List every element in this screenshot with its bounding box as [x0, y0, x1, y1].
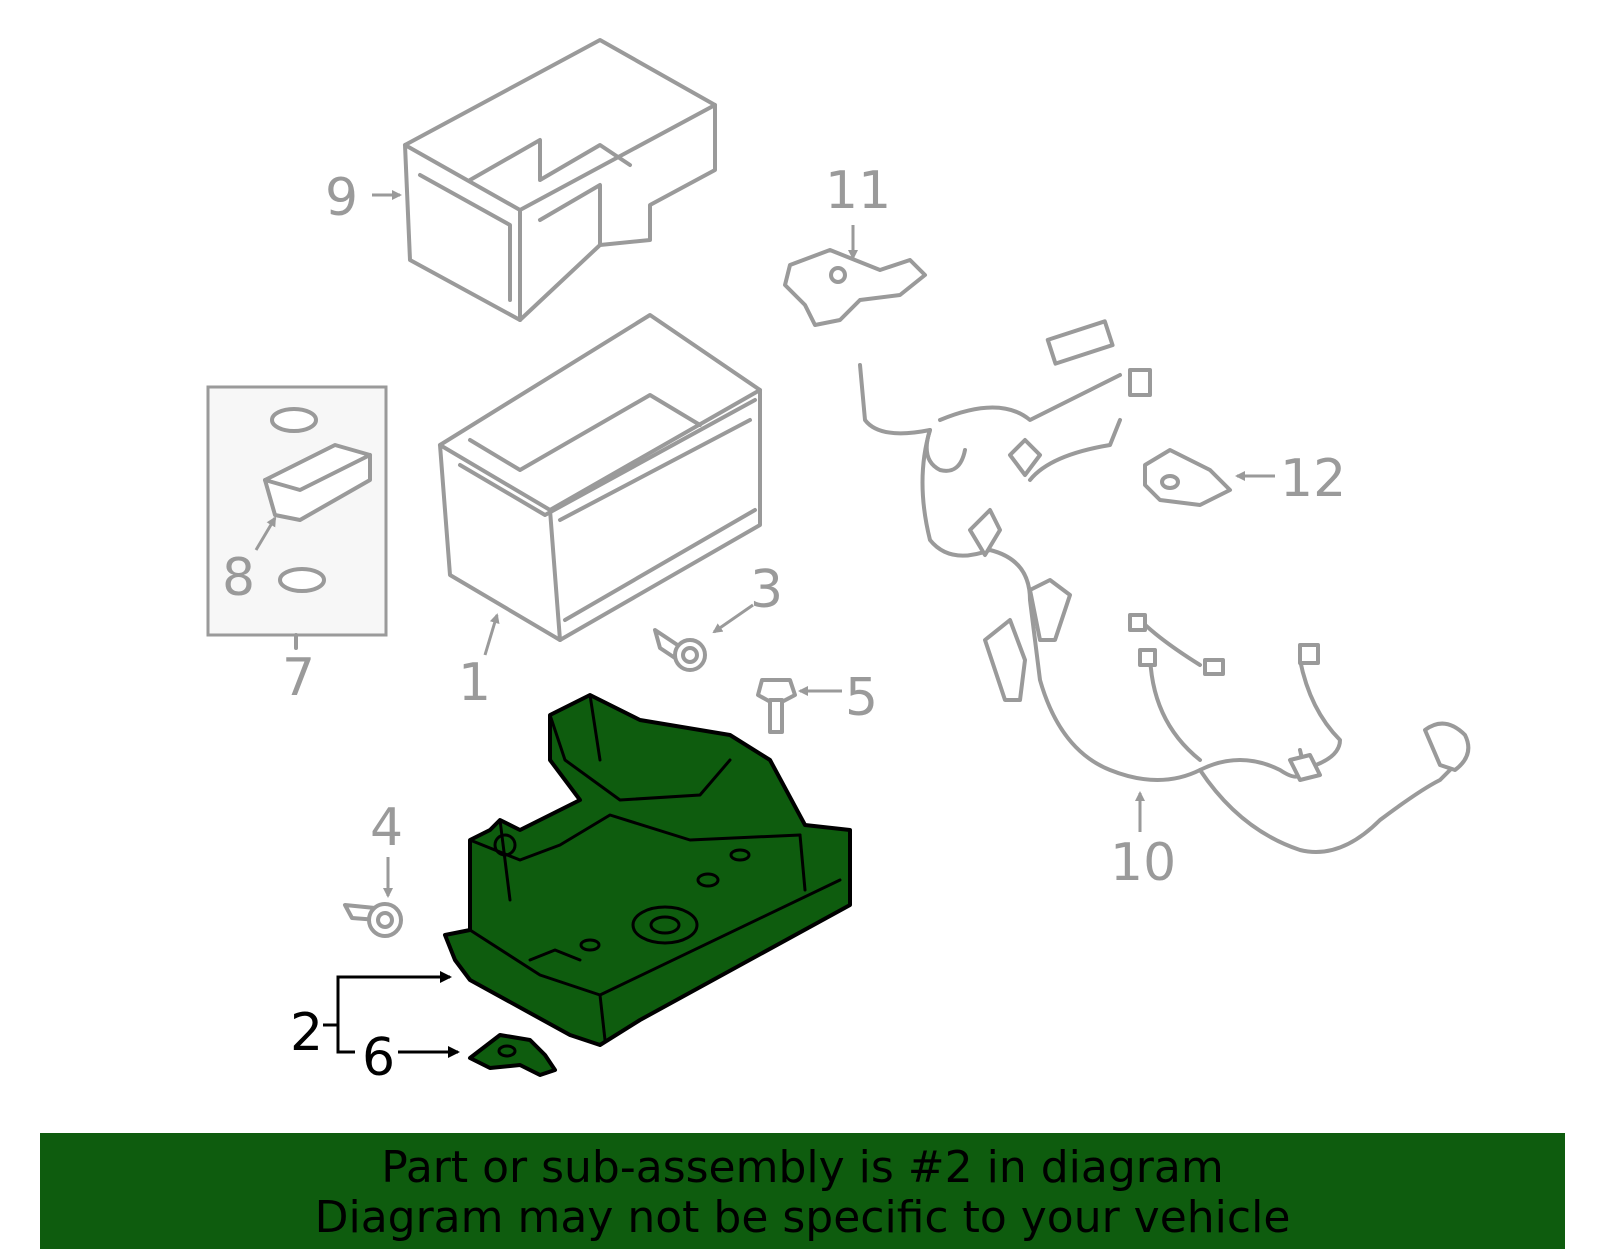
- callout-8: 8: [222, 548, 255, 608]
- bracket-part-11: [783, 248, 927, 327]
- callout-2: 2: [290, 1003, 323, 1063]
- battery-part-1: [438, 313, 762, 642]
- banner-line-disclaimer: Diagram may not be specific to your vehi…: [314, 1192, 1291, 1243]
- callout-11: 11: [825, 161, 891, 221]
- callout-6: 6: [362, 1028, 395, 1088]
- callout-9: 9: [325, 168, 358, 228]
- leader-lines: [254, 190, 1275, 1058]
- callout-labels: 9 11 12 8 7 1 3 5 4 10 2 6: [222, 161, 1346, 1088]
- battery-cover-part-9: [403, 38, 717, 322]
- callout-3: 3: [750, 560, 783, 620]
- terminal-kit-part-7: [206, 385, 388, 650]
- wire-harness-part-10: [858, 319, 1471, 854]
- bolt-part-3: [653, 628, 707, 672]
- callout-7: 7: [282, 648, 315, 708]
- banner-line-part-info: Part or sub-assembly is #2 in diagram: [381, 1142, 1224, 1193]
- tray-bracket-part-6: [468, 1033, 557, 1077]
- callout-12: 12: [1280, 449, 1346, 509]
- bolt-part-4: [343, 902, 403, 938]
- callout-4: 4: [370, 798, 403, 858]
- clip-part-12: [1143, 448, 1232, 507]
- callout-5: 5: [845, 668, 878, 728]
- bolt-part-5: [756, 678, 797, 734]
- battery-tray-part-2: [443, 693, 852, 1047]
- callout-1: 1: [458, 653, 491, 713]
- info-banner: Part or sub-assembly is #2 in diagram Di…: [40, 1133, 1565, 1249]
- callout-10: 10: [1110, 833, 1176, 893]
